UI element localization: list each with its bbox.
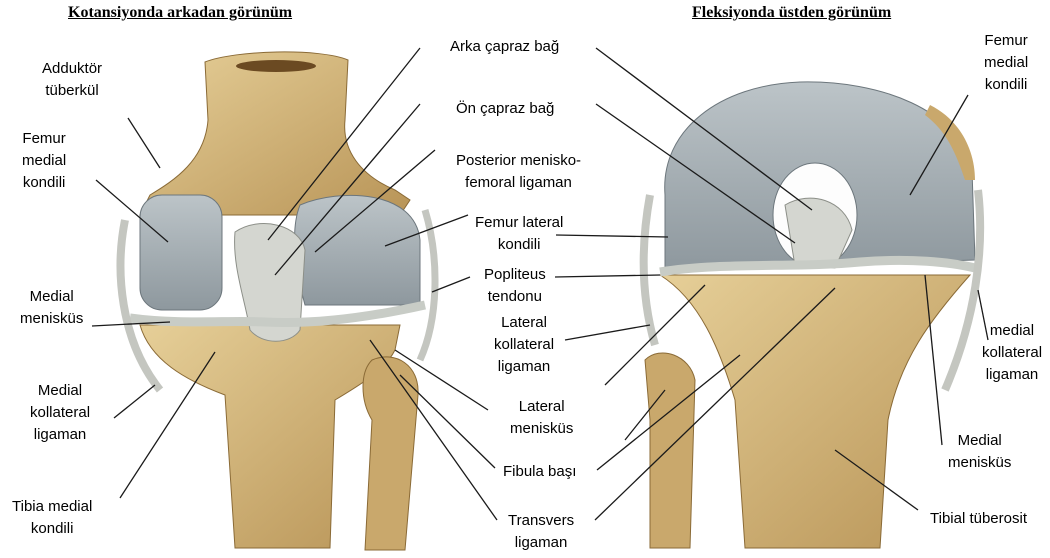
left-knee-illustration [121, 52, 435, 550]
left-tibia [140, 325, 400, 548]
label-posterior-menisko-femoral: Posterior menisko- femoral ligaman [456, 150, 581, 194]
leader-medial-kollateral-left [114, 385, 155, 418]
label-line: Lateral [510, 396, 573, 418]
label-line: kondili [475, 234, 563, 256]
label-line: Posterior menisko- [456, 150, 581, 172]
label-line: Femur [22, 128, 66, 150]
label-line: Tibia medial [12, 496, 92, 518]
label-line: tüberkül [42, 80, 102, 102]
label-femur-medial-kondili-left: Femur medial kondili [22, 128, 66, 194]
label-femur-medial-kondili-right: Femur medial kondili [984, 30, 1028, 96]
label-line: Medial [20, 286, 83, 308]
label-line: menisküs [510, 418, 573, 440]
label-fibula-basi: Fibula başı [503, 461, 576, 483]
label-line: tendonu [484, 286, 546, 308]
label-line: ligaman [508, 532, 574, 554]
label-line: Popliteus [484, 264, 546, 286]
left-view-heading: Kotansiyonda arkadan görünüm [68, 4, 292, 22]
label-line: ligaman [30, 424, 90, 446]
label-line: menisküs [948, 452, 1011, 474]
label-medial-kollateral-left: Medial kollateral ligaman [30, 380, 90, 446]
left-femur-canal [236, 60, 316, 72]
leader-femur-lateral-right [556, 235, 668, 237]
left-femur-shaft [140, 52, 410, 215]
label-line: kollateral [494, 334, 554, 356]
label-line: Medial [30, 380, 90, 402]
label-line: Femur lateral [475, 212, 563, 234]
label-line: Lateral [494, 312, 554, 334]
left-fibula [363, 357, 418, 550]
label-line: Medial [948, 430, 1011, 452]
label-tibial-tuberosit: Tibial tüberosit [930, 508, 1027, 530]
label-line: ligaman [494, 356, 554, 378]
label-lateral-kollateral-ligaman: Lateral kollateral ligaman [494, 312, 554, 378]
leader-lateral-kollateral [565, 325, 650, 340]
leader-tibia-medial [120, 352, 215, 498]
right-view-heading: Fleksiyonda üstden görünüm [692, 4, 891, 22]
label-medial-meniskus-left: Medial menisküs [20, 286, 83, 330]
label-line: Transvers [508, 510, 574, 532]
leader-adduktor [128, 118, 160, 168]
left-medial-condyle [140, 195, 222, 310]
label-adduktor-tuberkul: Adduktör tüberkül [42, 58, 102, 102]
label-femur-lateral-kondili: Femur lateral kondili [475, 212, 563, 256]
label-medial-meniskus-right: Medial menisküs [948, 430, 1011, 474]
label-medial-kollateral-right: medial kollateral ligaman [982, 320, 1042, 386]
label-on-capraz-bag: Ön çapraz bağ [456, 98, 554, 120]
label-line: Adduktör [42, 58, 102, 80]
label-arka-capraz-bag: Arka çapraz bağ [450, 36, 559, 58]
label-line: kondili [984, 74, 1028, 96]
label-transvers-ligaman: Transvers ligaman [508, 510, 574, 554]
label-tibia-medial-kondili: Tibia medial kondili [12, 496, 92, 540]
label-line: medial [984, 52, 1028, 74]
label-line: kondili [12, 518, 92, 540]
label-popliteus-tendonu: Popliteus tendonu [484, 264, 546, 308]
label-line: medial [982, 320, 1042, 342]
right-knee-illustration [644, 82, 980, 548]
label-line: kollateral [30, 402, 90, 424]
label-line: kondili [22, 172, 66, 194]
label-line: kollateral [982, 342, 1042, 364]
right-lateral-collateral [644, 195, 655, 345]
label-line: medial [22, 150, 66, 172]
label-lateral-meniskus: Lateral menisküs [510, 396, 573, 440]
label-line: ligaman [982, 364, 1042, 386]
left-lateral-condyle [295, 195, 420, 305]
label-line: femoral ligaman [456, 172, 581, 194]
right-fibula [645, 353, 695, 548]
label-line: menisküs [20, 308, 83, 330]
label-line: Femur [984, 30, 1028, 52]
